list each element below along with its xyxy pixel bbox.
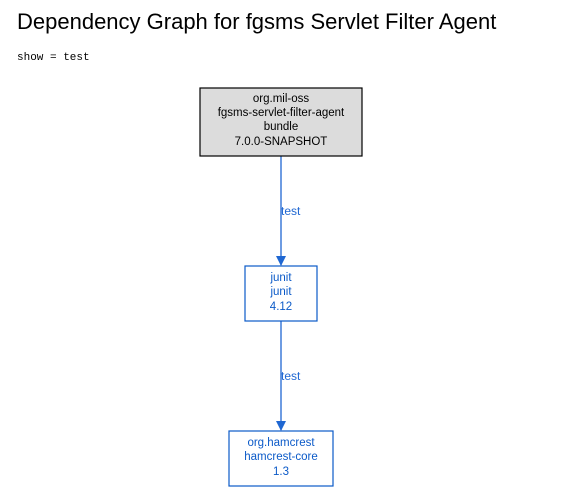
node-label-line: org.mil-oss — [253, 93, 309, 105]
node-label-line: 4.12 — [270, 301, 292, 313]
scope-filter-text: show = test — [17, 52, 90, 64]
node-label-line: hamcrest-core — [244, 451, 318, 463]
node-root-artifact[interactable]: org.mil-oss fgsms-servlet-filter-agent b… — [199, 87, 363, 157]
node-label-line: org.hamcrest — [247, 437, 315, 449]
node-label-line: fgsms-servlet-filter-agent — [218, 107, 345, 119]
edge-junit-to-hamcrest: test — [276, 321, 301, 431]
node-box — [199, 87, 363, 157]
edge-label: test — [281, 369, 301, 383]
edge-root-to-junit: test — [276, 156, 301, 266]
node-hamcrest-core[interactable]: org.hamcrest hamcrest-core 1.3 — [228, 430, 334, 487]
node-label-line: bundle — [264, 121, 299, 133]
node-box — [244, 265, 318, 322]
node-label-line: junit — [269, 286, 292, 298]
node-box — [228, 430, 334, 487]
node-label-line: 1.3 — [273, 466, 289, 478]
page-title: Dependency Graph for fgsms Servlet Filte… — [17, 9, 497, 34]
node-junit[interactable]: junit junit 4.12 — [244, 265, 318, 322]
edge-label: test — [281, 204, 301, 218]
node-label-line: 7.0.0-SNAPSHOT — [235, 136, 328, 148]
node-label-line: junit — [269, 272, 292, 284]
